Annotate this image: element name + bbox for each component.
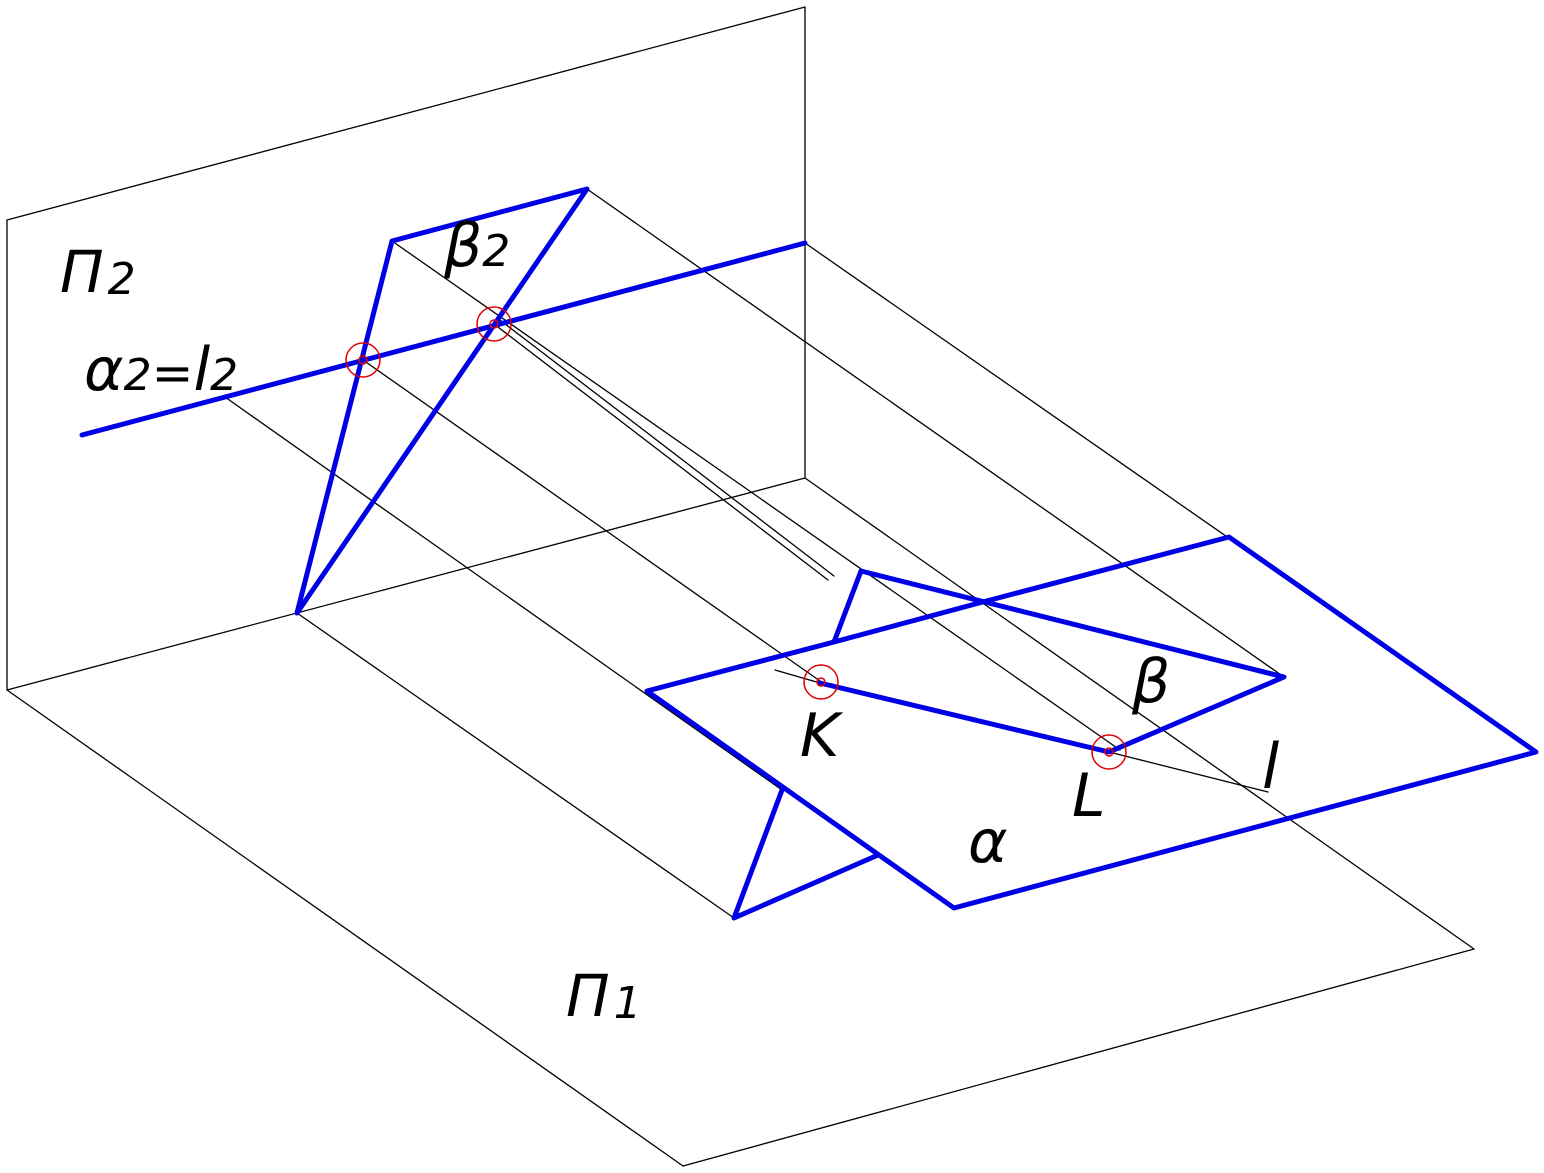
projector-beta-left: [391, 240, 1121, 751]
projector-point-b2: [499, 319, 835, 577]
trace-alpha2-l2: [79, 240, 808, 438]
projector-beta-base: [296, 612, 735, 919]
point-markers: [345, 306, 1127, 770]
plane-beta2-projection: [294, 186, 590, 616]
pi2-top-edge: [6, 6, 806, 221]
point-marker-L: [1091, 734, 1127, 770]
plane-beta-front-face: [817, 568, 1287, 755]
label-point-K: K: [800, 701, 844, 771]
pi1-front-edge: [682, 948, 1475, 1167]
line-l-extension-right: [1108, 751, 1269, 793]
plane-edges: [79, 186, 1539, 921]
projection-axis-x12: [6, 477, 806, 691]
labels: Π2 α2=l2 β2 β K L l α Π1: [60, 211, 1279, 1030]
pi1-left-edge: [6, 689, 684, 1167]
projector-point-b1: [493, 323, 829, 581]
label-point-L: L: [1072, 761, 1105, 831]
label-beta2: β2: [443, 211, 510, 281]
label-beta: β: [1131, 647, 1170, 717]
point-marker-alpha2-beta2-left: [345, 342, 381, 378]
line-l-extension-left: [774, 669, 821, 684]
projector-beta-top: [586, 188, 1285, 678]
label-pi2: Π2: [60, 238, 136, 306]
label-alpha2-equals-l2: α2=l2: [84, 335, 238, 405]
plane-beta-lower-edges: [731, 787, 881, 921]
projector-point-a: [362, 359, 821, 682]
plane-alpha: [644, 534, 1539, 911]
plane-pi1-frame: [6, 477, 1475, 1167]
point-marker-alpha2-beta2-right: [476, 306, 512, 342]
point-marker-K: [803, 664, 839, 700]
label-line-l: l: [1262, 730, 1279, 803]
construction-lines: [224, 188, 1537, 919]
label-alpha: α: [968, 807, 1008, 877]
projector-alpha-left: [224, 396, 783, 791]
pi1-right-edge: [804, 477, 1475, 950]
label-pi1: Π1: [566, 962, 642, 1030]
